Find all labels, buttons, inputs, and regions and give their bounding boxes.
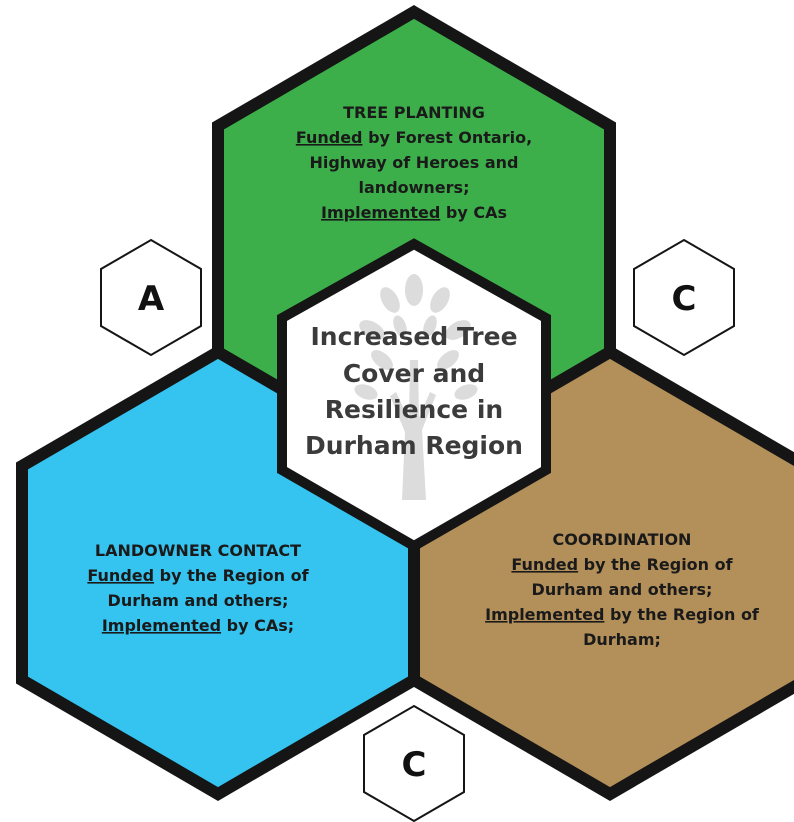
tree-planting-funded-rest: by Forest Ontario,: [363, 128, 533, 147]
coordination-funded-rest: by the Region of: [578, 555, 734, 574]
badge-bottom-hexagon: [363, 704, 465, 822]
badge-left: A: [100, 238, 202, 357]
center-title-line-2: Cover and: [343, 359, 485, 388]
badge-left-hexagon: [100, 238, 202, 357]
coordination-implemented-word: Implemented: [485, 605, 604, 624]
coordination-text: COORDINATION Funded by the Region of Dur…: [485, 530, 760, 649]
coordination-funded: Funded by the Region of: [511, 555, 733, 574]
coordination-implemented-rest: by the Region of: [604, 605, 760, 624]
coordination-funded-word: Funded: [511, 555, 578, 574]
tree-planting-line-3: Highway of Heroes and: [309, 153, 518, 172]
tree-planting-funded-word: Funded: [296, 128, 363, 147]
landowner-contact-title: LANDOWNER CONTACT: [95, 541, 301, 560]
landowner-contact-line-3: Durham and others;: [108, 591, 289, 610]
landowner-contact-funded-rest: by the Region of: [154, 566, 310, 585]
tree-planting-text: TREE PLANTING Funded by Forest Ontario, …: [296, 103, 532, 222]
badge-right-letter: C: [672, 279, 697, 319]
badge-left-letter: A: [138, 279, 165, 319]
tree-planting-implemented-word: Implemented: [321, 203, 440, 222]
landowner-contact-implemented-word: Implemented: [102, 616, 221, 635]
tree-planting-title: TREE PLANTING: [343, 103, 485, 122]
coordination-implemented: Implemented by the Region of: [485, 605, 760, 624]
landowner-contact-text: LANDOWNER CONTACT Funded by the Region o…: [87, 541, 309, 635]
coordination-title: COORDINATION: [553, 530, 692, 549]
badge-bottom-letter: C: [402, 745, 427, 785]
landowner-contact-implemented: Implemented by CAs;: [102, 616, 294, 635]
coordination-line-3: Durham and others;: [532, 580, 713, 599]
tree-planting-implemented-rest: by CAs: [440, 203, 507, 222]
badge-right: C: [633, 238, 735, 357]
landowner-contact-funded: Funded by the Region of: [87, 566, 309, 585]
tree-planting-funded: Funded by Forest Ontario,: [296, 128, 532, 147]
badge-bottom: C: [363, 704, 465, 822]
coordination-line-5: Durham;: [583, 630, 661, 649]
landowner-contact-implemented-rest: by CAs;: [221, 616, 294, 635]
tree-watermark-icon: [354, 274, 478, 500]
landowner-contact-funded-word: Funded: [87, 566, 154, 585]
badge-right-hexagon: [633, 238, 735, 357]
tree-planting-line-4: landowners;: [359, 178, 470, 197]
center-title-line-1: Increased Tree: [310, 322, 517, 351]
center-title-line-4: Durham Region: [305, 431, 523, 460]
center-title-line-3: Resilience in: [325, 395, 503, 424]
tree-planting-implemented: Implemented by CAs: [321, 203, 507, 222]
